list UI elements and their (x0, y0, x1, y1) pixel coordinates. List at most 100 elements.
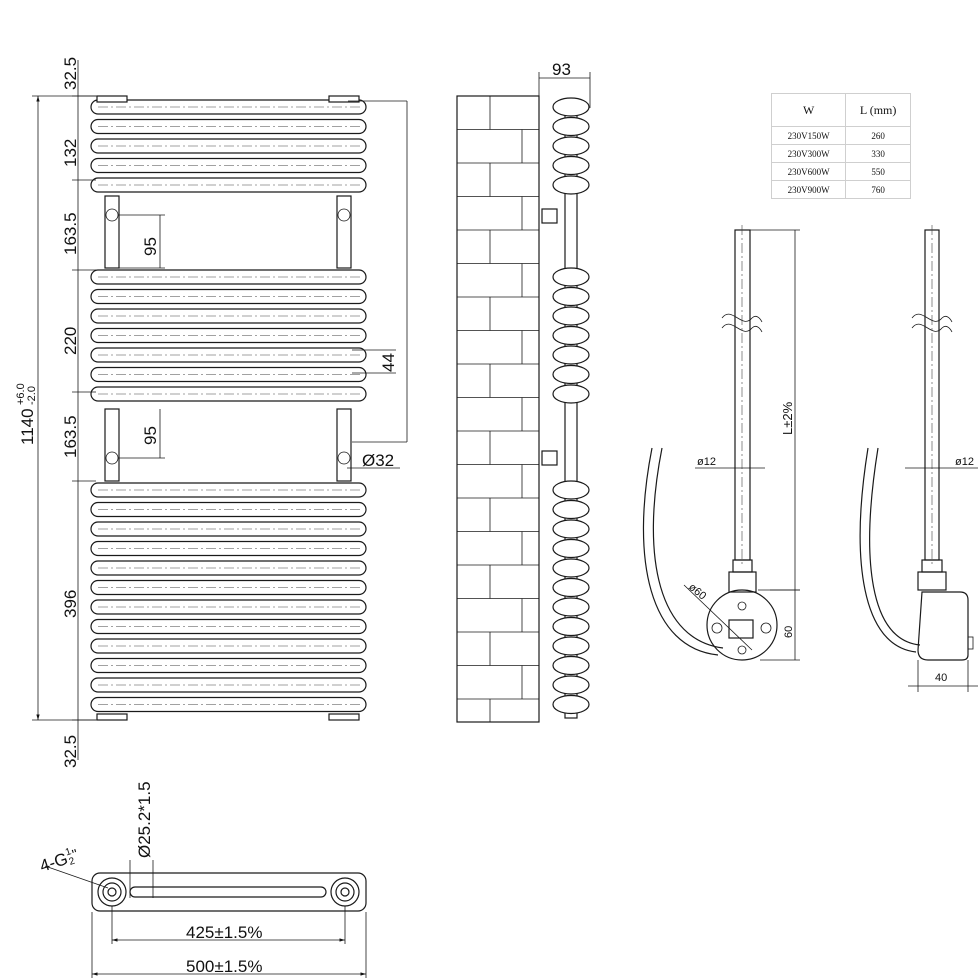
rod-diameter-label: ø12 (697, 456, 716, 468)
side-tubes (552, 97, 590, 715)
side-tube-profile (552, 364, 590, 385)
left-riser-lower (104, 408, 120, 482)
outlet-outer (330, 877, 360, 907)
break-mark (911, 323, 953, 333)
front-view: 32.5 132 163.5 220 163.5 396 32.5 1140 +… (15, 57, 408, 768)
side-tube-profile (552, 577, 590, 598)
side-tube-profile (552, 306, 590, 326)
heater-thread-side (921, 559, 943, 573)
side-tube-profile (552, 616, 590, 637)
heater-thread (732, 559, 753, 573)
spec-cell-power: 230V300W (770, 144, 847, 163)
spacing-lower-label: 95 (141, 426, 160, 445)
center-distance-label: 425±1.5% (186, 923, 262, 942)
side-tube-profile (552, 286, 590, 307)
thread-leader (44, 865, 109, 889)
height-tol-lower: -2.0 (26, 386, 38, 405)
thread-suffix: " (70, 846, 80, 863)
spec-cell-length: 760 (845, 180, 911, 199)
side-tube-profile (552, 480, 590, 500)
heater-nut (728, 571, 757, 593)
spec-cell-power: 230V900W (770, 180, 847, 199)
side-tube-profile (552, 267, 590, 287)
inlet-core (107, 887, 117, 897)
heater-nut-side (917, 571, 947, 591)
side-tube-profile (552, 538, 590, 559)
power-cable-side (859, 447, 921, 653)
outlet-inner (335, 882, 355, 902)
spec-header-row: W L (mm) (770, 93, 911, 127)
heater-side-button (967, 636, 974, 650)
side-tube-profile (552, 136, 590, 156)
side-bracket-upper (541, 208, 558, 224)
height-main: 1140 (18, 408, 37, 445)
spec-row: 230V600W 550 (770, 162, 911, 181)
head-dia-leader (683, 584, 753, 651)
heater-front-view: L±2% ø12 ø60 60 (642, 225, 800, 661)
spec-cell-length: 550 (845, 162, 911, 181)
spec-header-w: W (770, 93, 847, 127)
bottom-view: 4-G12" Ø25.2*1.5 425±1.5% 500±1.5% (37, 781, 367, 978)
plus-button-icon (760, 622, 772, 634)
dim-label-132: 132 (61, 139, 80, 167)
height-tol-upper: +6.0 (15, 383, 27, 405)
spec-cell-power: 230V150W (770, 126, 847, 145)
valve-marker (337, 208, 351, 222)
side-bracket-lower (541, 450, 558, 466)
side-tube-profile (552, 155, 590, 176)
side-view: 93 (456, 60, 591, 723)
side-tube-profile (552, 345, 590, 365)
dim-label-396: 396 (61, 590, 80, 618)
spec-cell-length: 260 (845, 126, 911, 145)
side-tube-profile (552, 97, 590, 117)
valve-diameter-label: Ø32 (362, 451, 394, 470)
wall-bricks (457, 96, 539, 722)
side-tube-profile (552, 116, 590, 137)
heater-head-side (917, 591, 969, 661)
side-tube-profile (552, 175, 590, 195)
spec-header-length: L (mm) (845, 93, 911, 127)
heater-head (706, 589, 778, 661)
side-tube-profile (552, 636, 590, 656)
top-cap (328, 95, 360, 103)
bottom-cap (96, 713, 128, 721)
outlet-core (340, 887, 350, 897)
head-height-label: 60 (783, 626, 795, 638)
inlet-inner (102, 882, 122, 902)
power-cable (642, 447, 724, 656)
svg-text:1140: 1140 (18, 408, 37, 445)
left-riser-upper (104, 195, 120, 269)
spec-table: W L (mm) 230V150W 260 230V300W 330 230V6… (770, 93, 911, 199)
dim-label-220: 220 (61, 327, 80, 355)
valve-marker (337, 451, 351, 465)
side-tube-profile (552, 519, 590, 539)
segment-ticks (72, 95, 96, 721)
break-mark (721, 313, 763, 323)
front-tubes (90, 95, 367, 721)
bottom-slot (129, 886, 327, 898)
depth-label: 93 (552, 60, 571, 79)
spec-row: 230V300W 330 (770, 144, 911, 163)
bottom-cap (328, 713, 360, 721)
spec-row: 230V900W 760 (770, 180, 911, 199)
break-mark (911, 313, 953, 323)
bottom-body (91, 872, 367, 912)
thread-den: 2 (68, 856, 77, 868)
power-button-icon (737, 601, 747, 611)
length-label: L±2% (780, 401, 795, 435)
overall-width-label: 500±1.5% (186, 957, 262, 976)
height-total-label: 1140 +6.0 -2.0 (15, 383, 38, 445)
dim-label-32-5-bottom: 32.5 (61, 735, 80, 768)
dim-label-163-5-upper: 163.5 (61, 212, 80, 255)
mode-button-icon (737, 645, 747, 655)
minus-button-icon (711, 622, 723, 634)
break-mark (721, 323, 763, 333)
heater-rod (734, 229, 751, 561)
side-tube-profile (552, 384, 590, 404)
spec-row: 230V150W 260 (770, 126, 911, 145)
heater-display (728, 619, 754, 639)
spec-cell-length: 330 (845, 144, 911, 163)
side-tube-profile (552, 694, 590, 715)
spacing-upper-label: 95 (141, 237, 160, 256)
